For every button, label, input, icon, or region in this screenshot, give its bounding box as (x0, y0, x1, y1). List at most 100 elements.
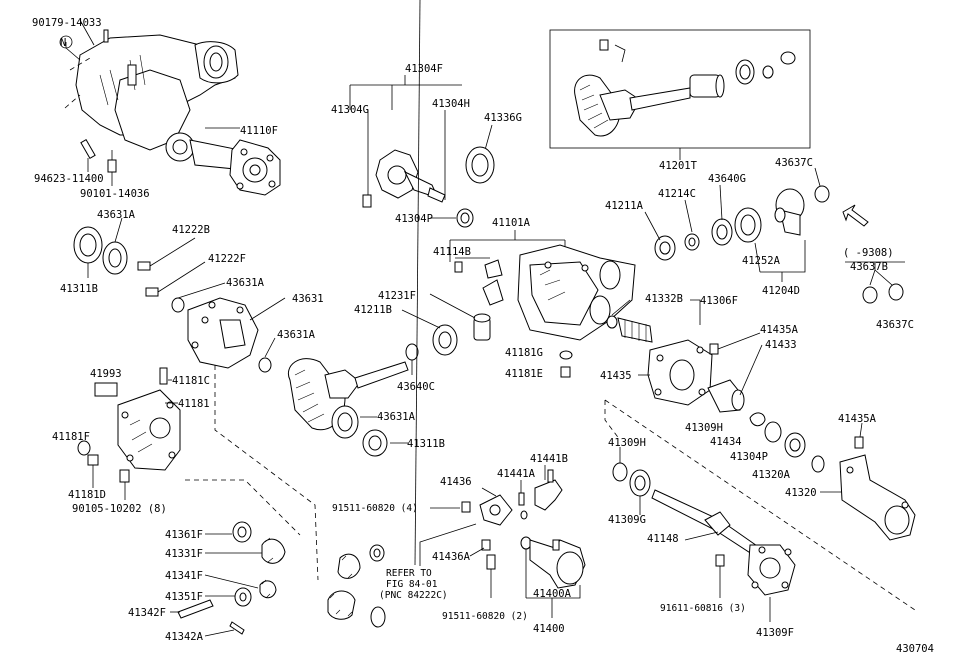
nut-41304P-b[interactable] (784, 432, 806, 458)
spacer-41231F[interactable] (473, 313, 491, 341)
fork-41441B[interactable] (534, 469, 563, 511)
label-41201T: 41201T (659, 160, 698, 172)
spring-41309H[interactable] (749, 412, 766, 427)
label-41309H-b: 41309H (608, 437, 646, 449)
bearing-43631A-4[interactable] (331, 405, 359, 439)
label-41114B: 41114B (433, 246, 471, 258)
washer-41351F[interactable] (234, 587, 252, 607)
label-41304P-b: 41304P (730, 451, 768, 463)
bolt-90101-14036[interactable] (107, 150, 117, 173)
label-41309G: 41309G (608, 514, 646, 526)
pin-41342A[interactable] (229, 621, 245, 635)
gasket-41181F[interactable] (77, 440, 91, 456)
bearing-cap-41114B[interactable] (482, 259, 504, 306)
bearing-41211A[interactable] (654, 235, 676, 261)
ring-gear-pinion-41201T[interactable] (574, 39, 796, 137)
label-41148: 41148 (647, 533, 679, 545)
bearing-43631A-3[interactable] (258, 357, 272, 373)
bolt-91611-60816[interactable] (715, 554, 725, 567)
label-41436A: 41436A (432, 551, 471, 563)
washer-43640C[interactable] (405, 343, 419, 361)
pin-41441A[interactable] (518, 492, 525, 506)
snap-ring-41309H[interactable] (612, 462, 628, 482)
label-41311B: 41311B (60, 283, 98, 295)
nut-43637C-top[interactable] (814, 185, 830, 203)
actuator-41400[interactable] (529, 539, 586, 589)
nut-41304P[interactable] (456, 208, 474, 228)
label-41214C: 41214C (658, 188, 696, 200)
lock-41222F[interactable] (145, 287, 159, 297)
label-90179-14033: 90179-14033 (32, 17, 102, 29)
axle-shaft-41148[interactable] (651, 489, 796, 596)
bearing-41211B[interactable] (432, 324, 458, 356)
label-41441B: 41441B (530, 453, 568, 465)
carrier-assembly-41110F[interactable] (75, 29, 281, 196)
plate-41222B[interactable] (137, 261, 151, 271)
carrier-housing-41101A[interactable] (517, 244, 636, 341)
oil-seal-41311B[interactable] (73, 226, 103, 264)
housing-41435[interactable] (647, 339, 713, 406)
label-43640C: 43640C (397, 381, 435, 393)
oil-seal-41336G[interactable] (465, 146, 495, 184)
spacer-41214C[interactable] (684, 233, 700, 251)
hub-gear-2[interactable] (327, 590, 356, 620)
washer-41181G[interactable] (559, 350, 573, 360)
bearing-43640G[interactable] (711, 218, 733, 246)
label-refer-2: FIG 84-01 (386, 579, 438, 590)
washer-94623-11400[interactable] (80, 139, 96, 159)
pinion-41341F[interactable] (259, 579, 277, 599)
washer-41441[interactable] (520, 510, 528, 520)
figure-number: 430704 (896, 643, 934, 655)
washer-small-2[interactable] (370, 606, 386, 628)
direction-arrow (842, 204, 869, 227)
bolt-41435A-b[interactable] (854, 436, 864, 449)
gear-41332B[interactable] (606, 315, 653, 343)
label-41331F: 41331F (165, 548, 203, 560)
bushing-41433[interactable] (707, 379, 745, 413)
washer-41361F[interactable] (232, 521, 252, 543)
bolt-41304G[interactable] (362, 194, 372, 208)
label-43637C-bottom: 43637C (876, 319, 914, 331)
washer-small-1[interactable] (369, 544, 385, 562)
label-43637C-top: 43637C (775, 157, 813, 169)
o-ring-41320A[interactable] (811, 455, 825, 473)
gear-41434[interactable] (764, 421, 782, 443)
flange-41204D[interactable] (774, 188, 805, 236)
bolt-91511-60820-4[interactable] (461, 501, 471, 513)
label-41320: 41320 (785, 487, 817, 499)
nut-43637C-right[interactable] (888, 283, 904, 301)
cover-41181[interactable] (117, 389, 181, 471)
label-41320A: 41320A (752, 469, 791, 481)
label-41361F: 41361F (165, 529, 203, 541)
label-N: N (60, 37, 66, 49)
hub-gear-1[interactable] (337, 553, 361, 579)
label-41435: 41435 (600, 370, 632, 382)
plug-41181E[interactable] (560, 366, 571, 378)
bearing-43631A-1[interactable] (102, 241, 128, 275)
label-41341F: 41341F (165, 570, 203, 582)
differential-case-43631[interactable] (187, 297, 259, 369)
fork-41436[interactable] (479, 494, 513, 526)
oil-seal-41311B-b[interactable] (362, 429, 388, 457)
label-41110F: 41110F (240, 125, 278, 137)
ring-gear-drive-pinion[interactable] (287, 358, 409, 431)
bolt-91511-60820-2[interactable] (486, 554, 496, 570)
bolt-41436A[interactable] (481, 539, 491, 551)
label-41435A: 41435A (760, 324, 799, 336)
bolt-41435A[interactable] (709, 343, 719, 355)
companion-flange[interactable] (375, 149, 446, 203)
label-plate-41993[interactable] (94, 382, 118, 397)
bearing-43631A-2[interactable] (171, 297, 185, 313)
breather-41181C[interactable] (159, 367, 168, 385)
tube-41320[interactable] (839, 454, 916, 541)
side-gear-41331F[interactable] (261, 537, 286, 564)
label-41181E: 41181E (505, 368, 543, 380)
bearing-41309G[interactable] (629, 469, 651, 497)
shaft-41342F[interactable] (177, 599, 214, 619)
bolt-41114B[interactable] (454, 261, 463, 273)
bolt-90105-10202[interactable] (119, 469, 130, 483)
nut-43637C-left[interactable] (862, 286, 878, 304)
plug-41181D[interactable] (87, 454, 99, 466)
bearing-41252A[interactable] (734, 207, 762, 243)
